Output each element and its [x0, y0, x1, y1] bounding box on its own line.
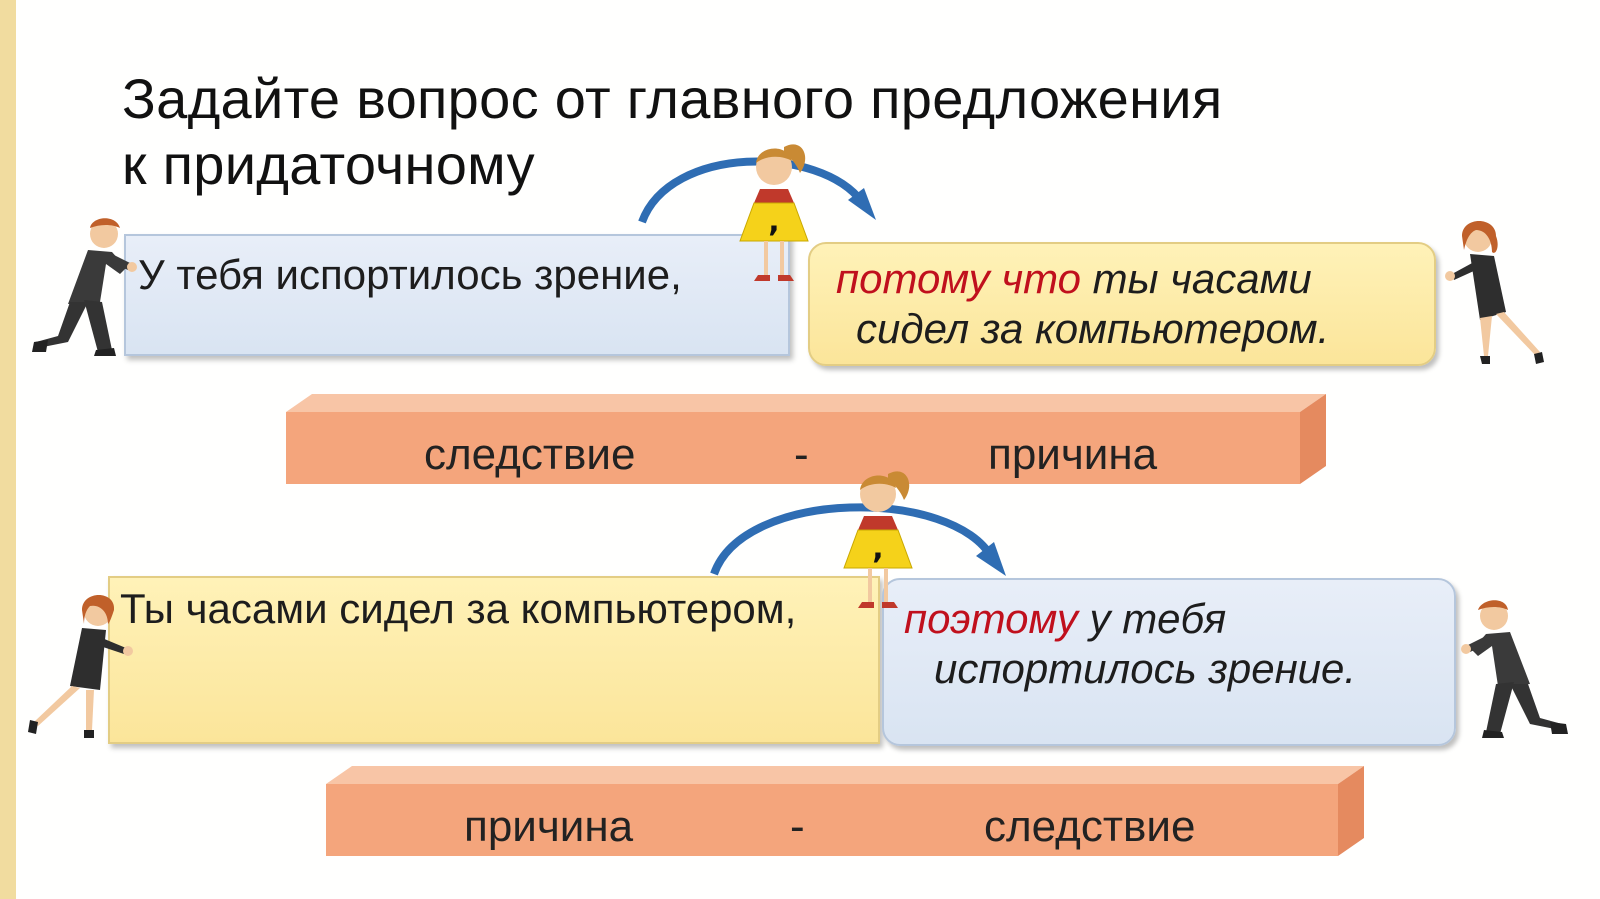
man-pushing-right-icon — [1461, 600, 1568, 738]
plank1-dash: - — [794, 430, 809, 479]
plank-shape-2 — [326, 766, 1364, 856]
plank-shape-1 — [286, 394, 1326, 484]
sub-clause-line2-1: сидел за компьютером. — [856, 305, 1330, 352]
main-clause-box-1: У тебя испортилось зрение, — [124, 234, 790, 356]
main-clause-text-2: Ты часами сидел за компьютером, — [120, 585, 797, 632]
sub-clause-rest-1: ты часами — [1080, 255, 1312, 302]
title-line-2: к придаточному — [122, 133, 535, 196]
sub-clause-rest-2: у тебя — [1077, 595, 1227, 642]
plank1-left-word: следствие — [424, 430, 636, 479]
conjunction-2: поэтому — [904, 595, 1078, 642]
curved-arrow-icon — [638, 157, 876, 224]
main-clause-box-2: Ты часами сидел за компьютером, — [108, 576, 880, 744]
conjunction-1: потому что — [836, 255, 1081, 302]
plank2-left-word: причина — [464, 802, 634, 851]
cause-effect-plank-2: причина - следствие — [326, 766, 1366, 856]
curved-arrow-icon-2 — [710, 503, 1006, 576]
woman-pushing-right-icon — [1445, 221, 1544, 364]
man-pushing-left-icon — [32, 218, 137, 356]
girl-comma-text: , — [768, 204, 779, 239]
girl-comma-icon: , — [739, 144, 809, 281]
plank2-right-word: следствие — [984, 802, 1196, 851]
main-clause-text-1: У тебя испортилось зрение, — [138, 251, 682, 298]
plank1-right-word: причина — [988, 430, 1158, 479]
woman-pushing-left-icon — [28, 595, 133, 738]
page-title: Задайте вопрос от главного предложения к… — [122, 66, 1322, 198]
subordinate-clause-box-2: поэтому у тебя испортилось зрение. — [882, 578, 1456, 746]
plank2-dash: - — [790, 802, 805, 851]
girl-comma-icon-2: , — [843, 471, 913, 608]
left-accent-bar — [0, 0, 16, 899]
girl-comma-text-2: , — [872, 531, 883, 566]
cause-effect-plank-1: следствие - причина — [286, 394, 1328, 484]
title-line-1: Задайте вопрос от главного предложения — [122, 67, 1223, 130]
subordinate-clause-box-1: потому что ты часами сидел за компьютеро… — [808, 242, 1436, 366]
sub-clause-line2-2: испортилось зрение. — [934, 645, 1357, 692]
